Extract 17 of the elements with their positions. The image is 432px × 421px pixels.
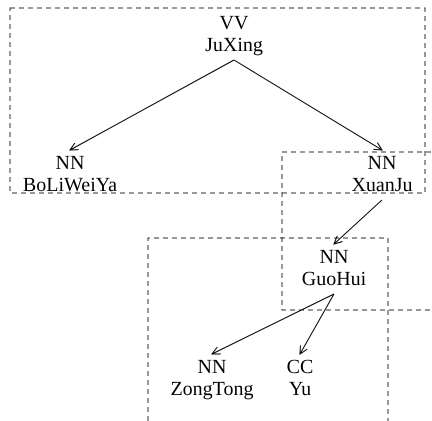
- arrow: [212, 294, 334, 355]
- arrow: [234, 60, 382, 150]
- word-label: XuanJu: [350, 174, 414, 196]
- pos-tag: NN: [156, 356, 268, 378]
- word-label: JuXing: [204, 34, 264, 56]
- arrow: [334, 200, 382, 244]
- pos-tag: VV: [184, 12, 284, 34]
- word-label: BoLiWeiYa: [22, 174, 118, 196]
- arrow: [70, 60, 234, 150]
- pos-tag: CC: [280, 356, 320, 378]
- word-label: GuoHui: [300, 268, 368, 290]
- pos-tag: NN: [287, 246, 381, 268]
- word-label: ZongTong: [169, 378, 255, 400]
- pos-tag: NN: [337, 152, 427, 174]
- word-label: Yu: [288, 378, 312, 400]
- arrow: [300, 294, 334, 354]
- pos-tag: NN: [18, 152, 122, 174]
